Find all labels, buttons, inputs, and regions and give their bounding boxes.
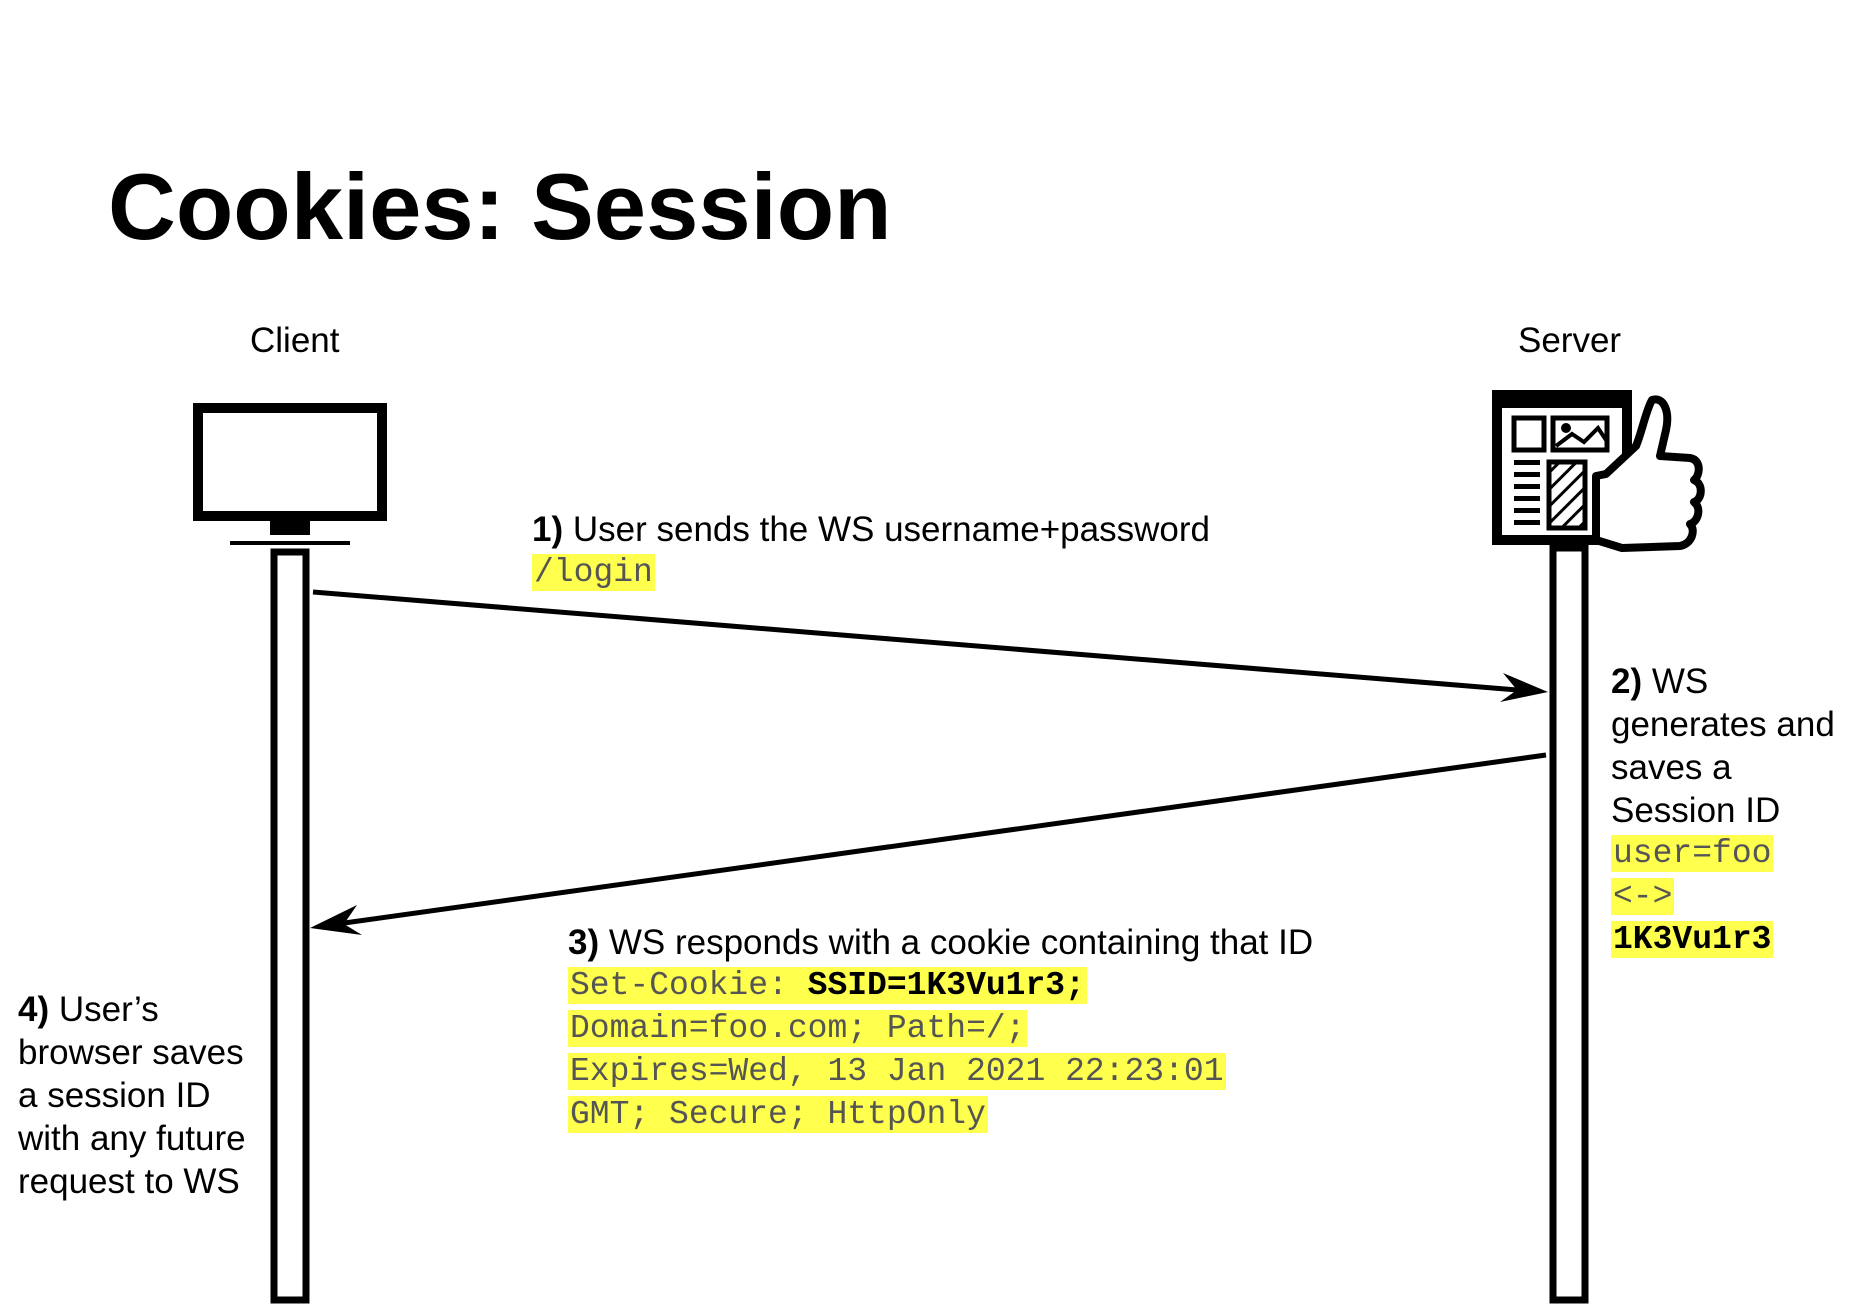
step-2-line: Session ID [1611, 791, 1781, 830]
step-4-annotation: 4) User’s browser saves a session ID wit… [18, 988, 246, 1203]
step-4-line: with any future [18, 1119, 246, 1158]
cookie-attribute-line: Domain=foo.com; Path=/; [568, 1010, 1028, 1047]
desktop-monitor-icon [193, 403, 387, 545]
step-4-number: 4) [18, 990, 50, 1029]
step-2-session-id: 1K3Vu1r3 [1611, 921, 1774, 958]
cookie-attribute-line: GMT; Secure; HttpOnly [568, 1096, 988, 1133]
client-label: Client [250, 321, 340, 360]
server-label: Server [1518, 321, 1622, 360]
step-2-line: generates and [1611, 705, 1835, 744]
set-cookie-header: Set-Cookie: [570, 967, 808, 1004]
step-4-line: request to WS [18, 1162, 240, 1201]
web-server-thumbs-up-icon [1492, 390, 1705, 552]
step-1-number: 1) [532, 510, 564, 549]
step-4-line: browser saves [18, 1033, 244, 1072]
step-1-endpoint: /login [532, 554, 655, 591]
step-2-code-line: <-> [1611, 878, 1675, 915]
step-3-annotation: 3) WS responds with a cookie containing … [568, 921, 1313, 1136]
step-3-text: WS responds with a cookie containing tha… [608, 923, 1314, 962]
step-2-code-line: user=foo [1611, 835, 1774, 872]
step-2-line: WS [1651, 662, 1709, 701]
step-4-line: a session ID [18, 1076, 211, 1115]
page-title: Cookies: Session [108, 154, 892, 259]
request-arrow [312, 589, 1548, 702]
cookie-attribute-line: Expires=Wed, 13 Jan 2021 22:23:01 [568, 1053, 1226, 1090]
step-2-line: saves a [1611, 748, 1732, 787]
step-2-annotation: 2) WS generates and saves a Session ID u… [1611, 660, 1835, 961]
step-3-number: 3) [568, 923, 600, 962]
client-lifeline [270, 548, 310, 1304]
step-1-annotation: 1) User sends the WS username+password /… [532, 508, 1210, 594]
step-4-line: User’s [58, 990, 159, 1029]
response-arrow [310, 752, 1547, 935]
server-lifeline [1549, 544, 1589, 1304]
session-cookie-value: SSID=1K3Vu1r3; [807, 967, 1085, 1004]
step-1-text: User sends the WS username+password [572, 510, 1210, 549]
step-2-number: 2) [1611, 662, 1643, 701]
